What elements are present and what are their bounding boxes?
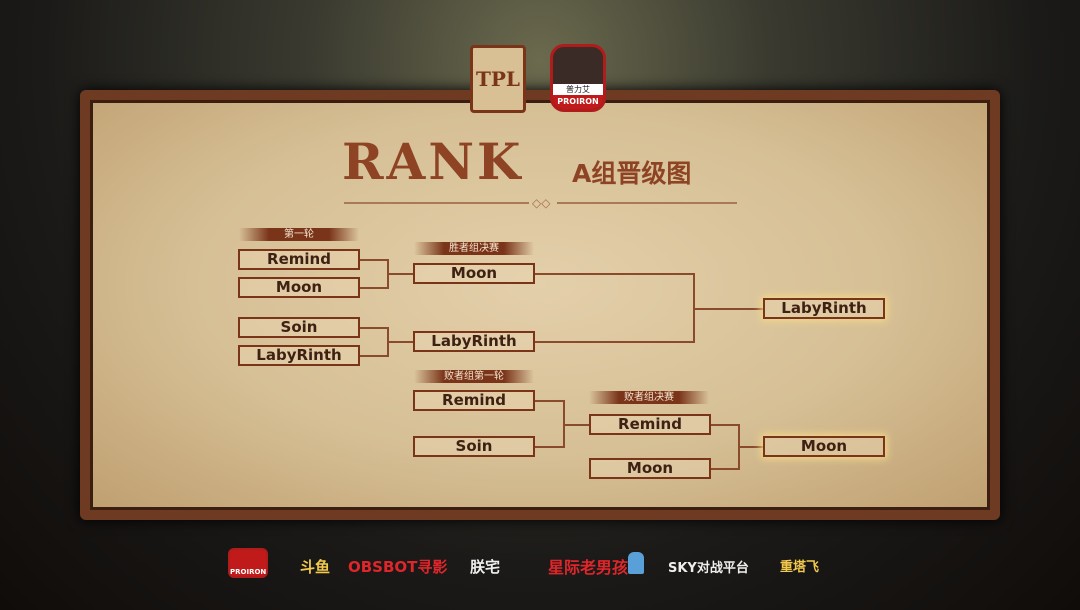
team-slot: Remind [413,390,535,411]
connector [535,341,694,343]
connector [387,341,413,343]
ornament-icon: ◇◇ [532,196,551,210]
connector [535,400,564,402]
sponsor-en-text: PROIRON [553,95,603,109]
round-label-losers-r1: 败者组第一轮 [414,370,534,383]
owl-logo-icon [628,552,644,574]
page-title: RANK [342,132,524,191]
connector [360,287,388,289]
team-slot: Soin [238,317,360,338]
team-slot: LabyRinth [238,345,360,366]
round-label-first: 第一轮 [239,228,359,241]
team-slot: Moon [589,458,711,479]
sponsor-cn-text: 普力艾 [553,84,603,95]
advance-slot: Moon [763,436,885,457]
tpl-logo: TPL [470,45,526,113]
connector [711,424,739,426]
proiron-logo: 普力艾 PROIRON [550,44,606,112]
round-label-losers-final: 败者组决赛 [589,391,709,404]
team-slot: LabyRinth [413,331,535,352]
sponsor-logo-sky: SKY对战平台 [668,561,749,576]
team-slot: Moon [413,263,535,284]
team-slot: Moon [238,277,360,298]
sponsor-logo-proiron: PROIRON [228,548,268,578]
divider [344,202,529,204]
sponsor-logo-douyu: 斗鱼 [300,558,331,576]
page-subtitle: A组晋级图 [572,159,692,188]
divider [557,202,737,204]
connector [563,424,589,426]
connector [360,327,388,329]
advance-slot: LabyRinth [763,298,885,319]
sponsor-logo-obsbot: OBSBOT寻影 [348,558,448,576]
sponsor-logo-zhenzhai: 朕宅 [470,558,501,576]
team-slot: Soin [413,436,535,457]
connector [360,259,388,261]
connector [535,273,694,275]
connector [693,308,763,310]
connector [387,273,413,275]
connector [535,446,564,448]
connector [711,468,739,470]
sponsor-logo-scboy: 星际老男孩 [548,558,629,577]
team-slot: Remind [238,249,360,270]
team-slot: Remind [589,414,711,435]
connector [360,355,388,357]
sponsor-logo-warp: 重塔飞 [780,560,820,575]
connector [738,446,763,448]
round-label-winners-final: 胜者组决赛 [414,242,534,255]
